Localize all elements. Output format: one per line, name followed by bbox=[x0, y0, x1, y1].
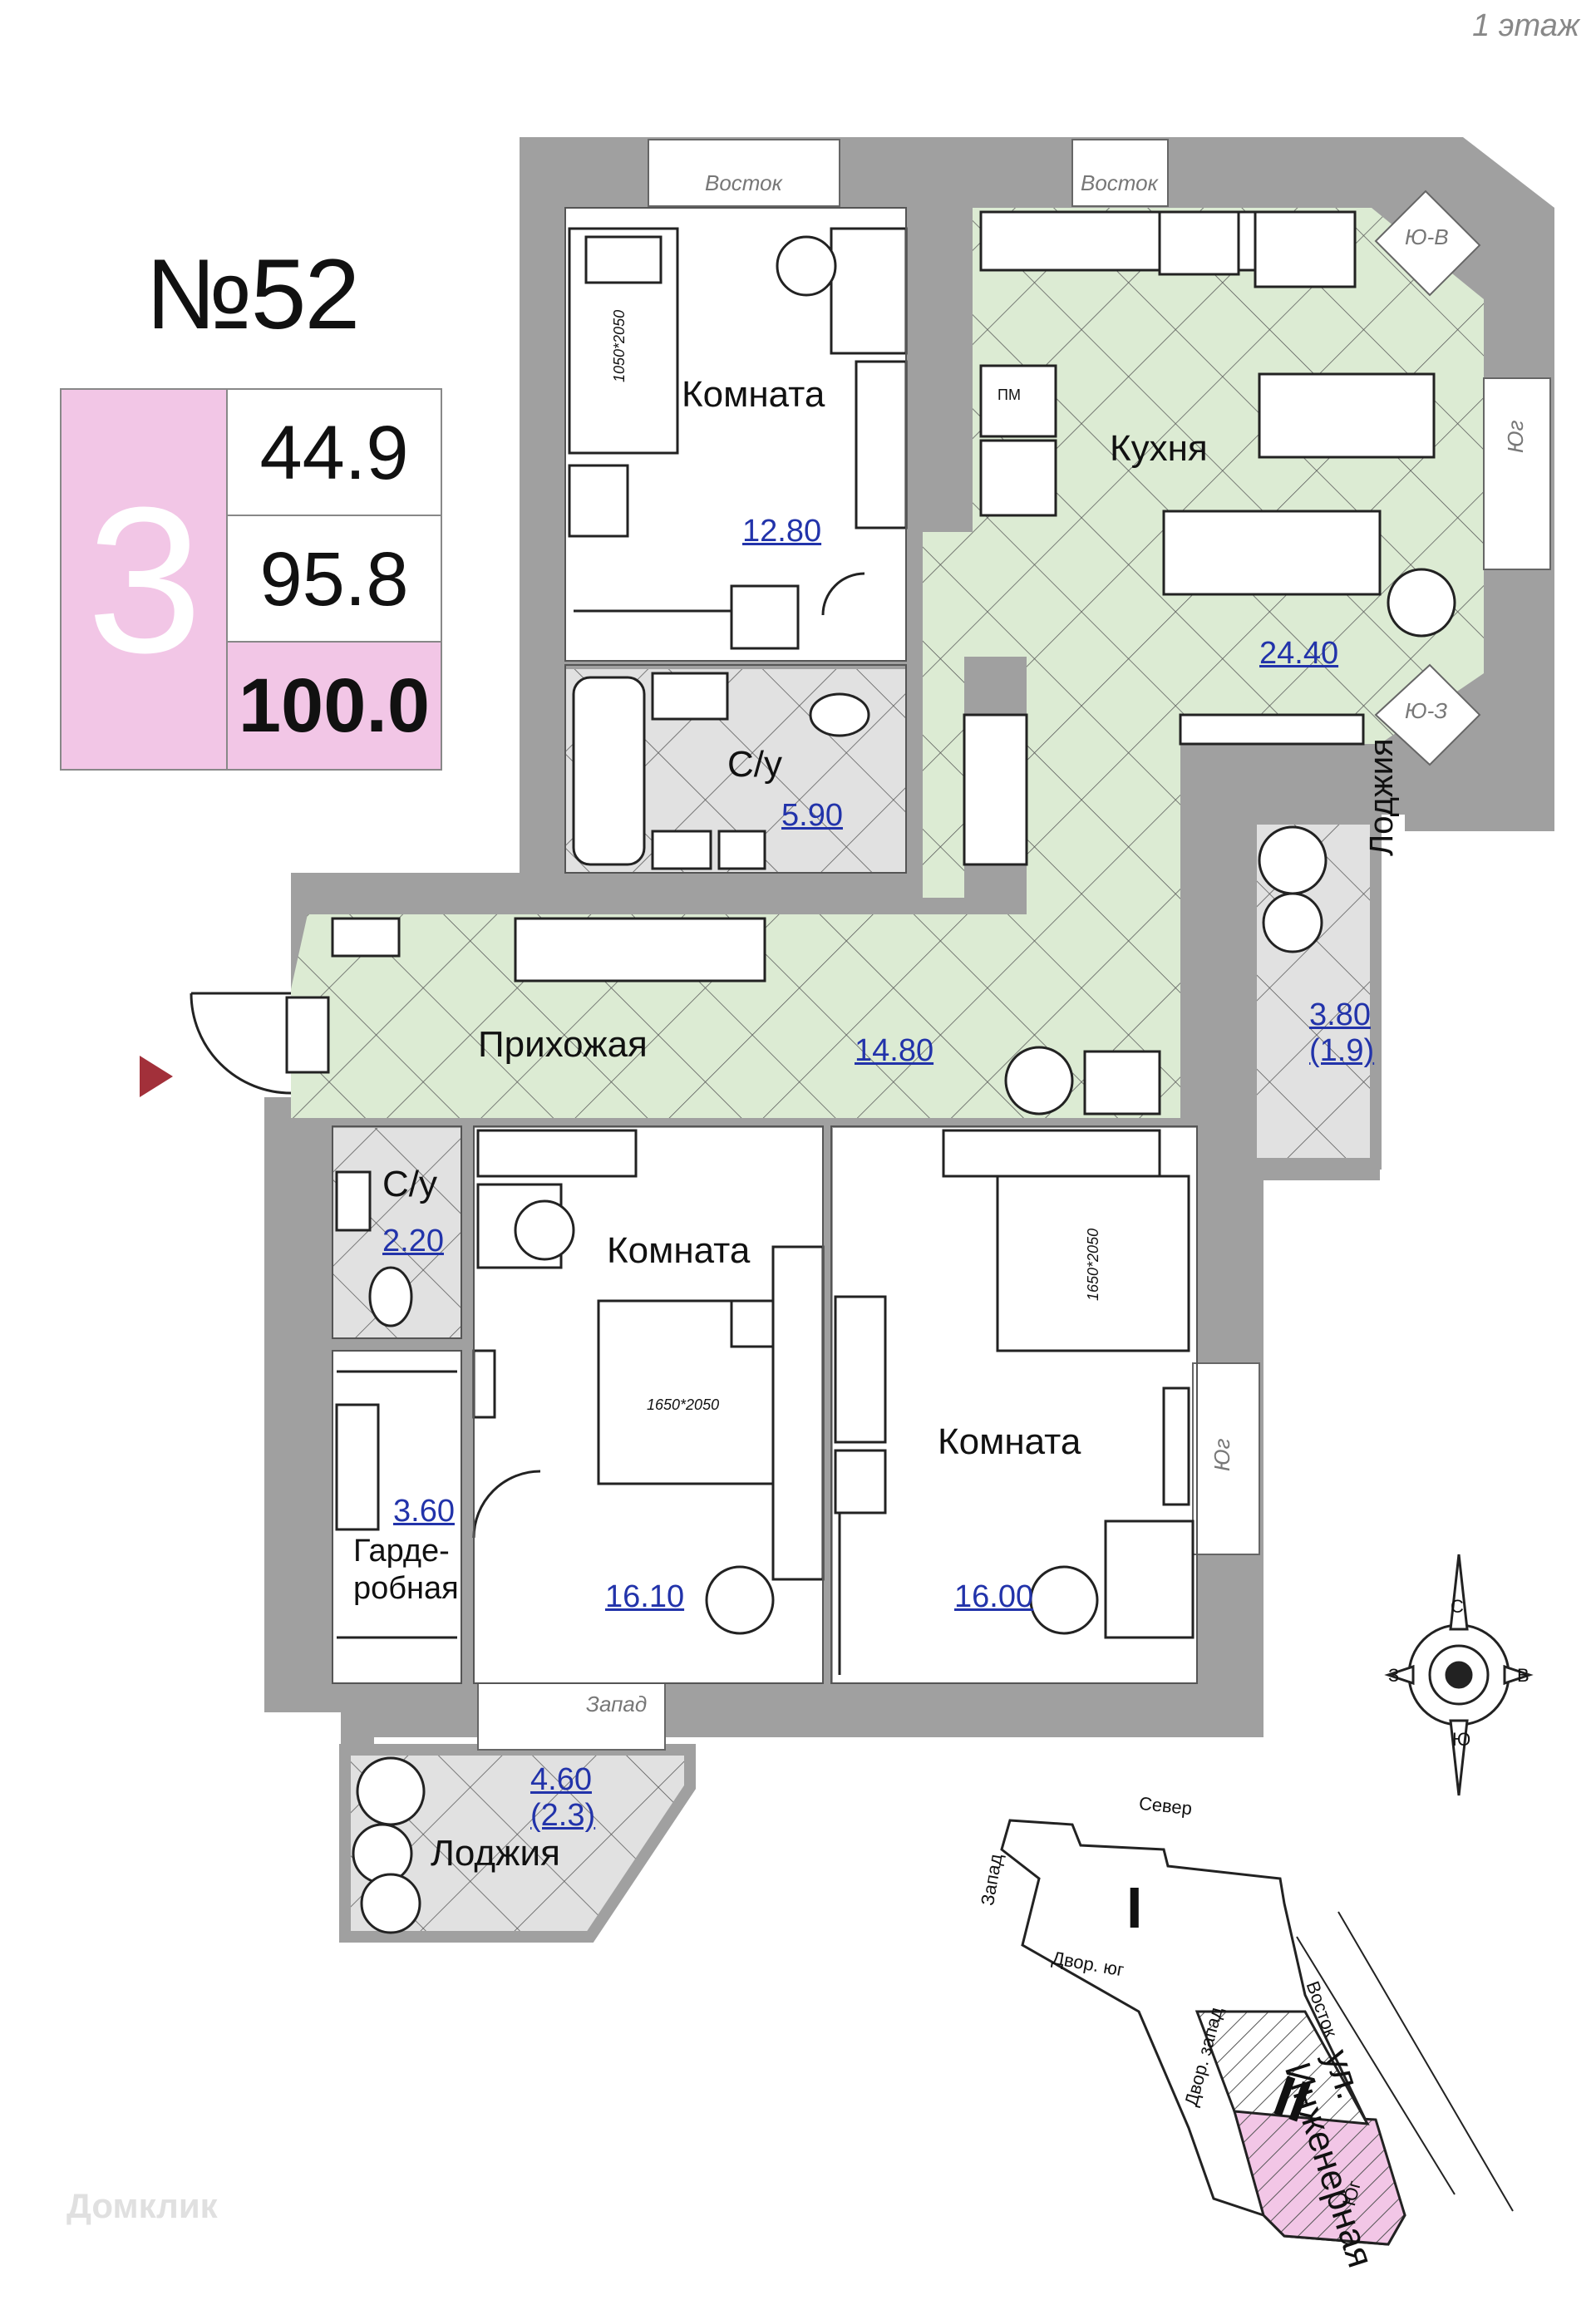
watermark: Домклик bbox=[66, 2186, 218, 2225]
window-label-west: Запад bbox=[586, 1692, 648, 1716]
bedroom-right-area: 16.00 bbox=[954, 1579, 1034, 1614]
wardrobe-area: 3.60 bbox=[393, 1494, 455, 1529]
entrance-arrow bbox=[140, 1056, 173, 1097]
loggia-east-coef: (1.9) bbox=[1309, 1033, 1375, 1068]
bedroom-left-area: 16.10 bbox=[605, 1579, 685, 1614]
compass bbox=[1384, 1554, 1534, 1796]
bathroom-small-name: С/у bbox=[382, 1164, 437, 1204]
compass-e: В bbox=[1517, 1665, 1530, 1686]
loggia-west-name: Лоджия bbox=[431, 1833, 560, 1874]
kitchen-name: Кухня bbox=[1110, 428, 1208, 469]
bathroom-main-area: 5.90 bbox=[781, 798, 843, 833]
appliance-label-pm: ПМ bbox=[998, 387, 1021, 403]
furniture bbox=[190, 210, 1456, 1934]
window-label-south-1: Юг bbox=[1503, 420, 1528, 453]
room-top-bed: 1050*2050 bbox=[611, 309, 628, 382]
bedroom-right-bed: 1650*2050 bbox=[1085, 1228, 1101, 1301]
bedroom-left-name: Комната bbox=[607, 1230, 751, 1271]
loggia-west-coef: (2.3) bbox=[530, 1798, 596, 1833]
wardrobe-name-2: робная bbox=[353, 1571, 459, 1606]
kitchen-area: 24.40 bbox=[1259, 636, 1339, 671]
floor-label: 1 этаж bbox=[1472, 8, 1579, 43]
outline bbox=[332, 207, 1198, 1684]
window-label-east-1: Восток bbox=[705, 170, 782, 195]
compass-s: Ю bbox=[1452, 1729, 1471, 1750]
window-label-south-west: Ю-З bbox=[1405, 698, 1448, 723]
site-block-1: I bbox=[1126, 1875, 1143, 1940]
windows bbox=[477, 139, 1551, 1751]
kitchen-other-area: 95.8 bbox=[226, 515, 442, 644]
room-count: 3 bbox=[60, 388, 229, 771]
room-top-area: 12.80 bbox=[742, 514, 822, 549]
site-plan bbox=[1000, 1819, 1514, 2246]
window-label-south-east: Ю-В bbox=[1405, 224, 1449, 249]
apartment-badge: 3 44.9 95.8 100.0 bbox=[60, 388, 442, 771]
total-area: 100.0 bbox=[226, 641, 442, 771]
loggia-east-name: Лоджия bbox=[1363, 738, 1400, 856]
hallway-name: Прихожая bbox=[478, 1024, 648, 1065]
bedroom-left-bed: 1650*2050 bbox=[647, 1396, 720, 1413]
compass-w: З bbox=[1388, 1665, 1400, 1686]
living-area: 44.9 bbox=[226, 388, 442, 518]
hallway-area: 14.80 bbox=[855, 1033, 934, 1068]
window-label-east-2: Восток bbox=[1081, 170, 1158, 195]
bathroom-small-area: 2.20 bbox=[382, 1224, 444, 1258]
compass-n: С bbox=[1451, 1596, 1464, 1617]
loggia-east-area: 3.80 bbox=[1309, 997, 1371, 1032]
room-top-name: Комната bbox=[682, 374, 825, 415]
window-label-south-2: Юг bbox=[1209, 1438, 1234, 1471]
bathroom-main-name: С/у bbox=[727, 744, 782, 785]
wardrobe-name-1: Гарде- bbox=[353, 1534, 450, 1569]
bedroom-right-name: Комната bbox=[938, 1421, 1081, 1462]
apartment-number: №52 bbox=[145, 239, 360, 350]
loggia-west-area: 4.60 bbox=[530, 1762, 592, 1797]
